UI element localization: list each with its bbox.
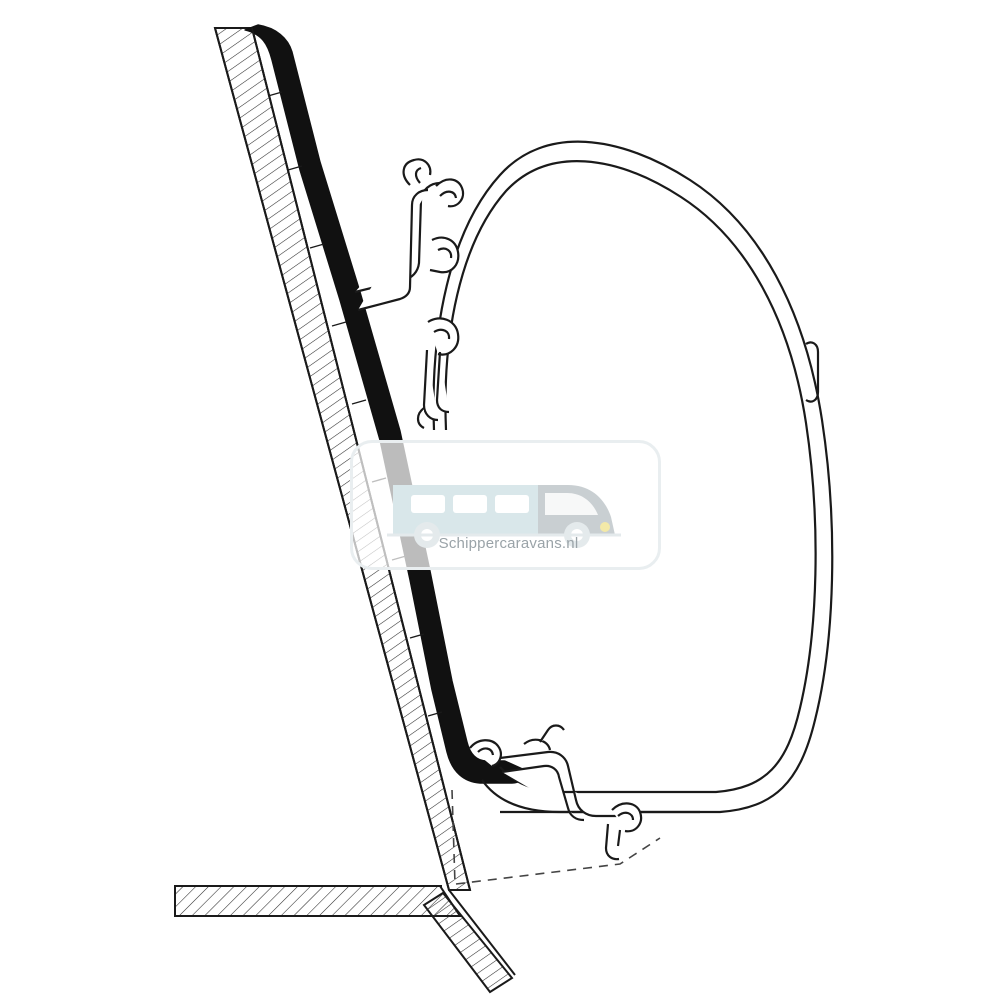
watermark-label: Schippercaravans.nl [438,535,579,552]
watermark-badge: Schippercaravans.nl [350,440,661,570]
van-window-mid [453,495,487,513]
lower-mounting-bracket [469,724,643,861]
van-body-shape [393,485,538,535]
floor-panel [174,885,462,917]
van-window-front [495,495,529,513]
van-window-rear [411,495,445,513]
camper-van-logo [387,485,621,548]
upper-mounting-bracket [354,158,465,429]
lower-skirt-panel [422,889,516,994]
hidden-edge [451,789,661,885]
van-cab-shape [538,485,615,535]
wall-fastener-marks [267,91,443,717]
van-headlamp [600,522,610,532]
awning-case-profile [432,140,834,814]
adapter-rail-seal [244,24,525,784]
